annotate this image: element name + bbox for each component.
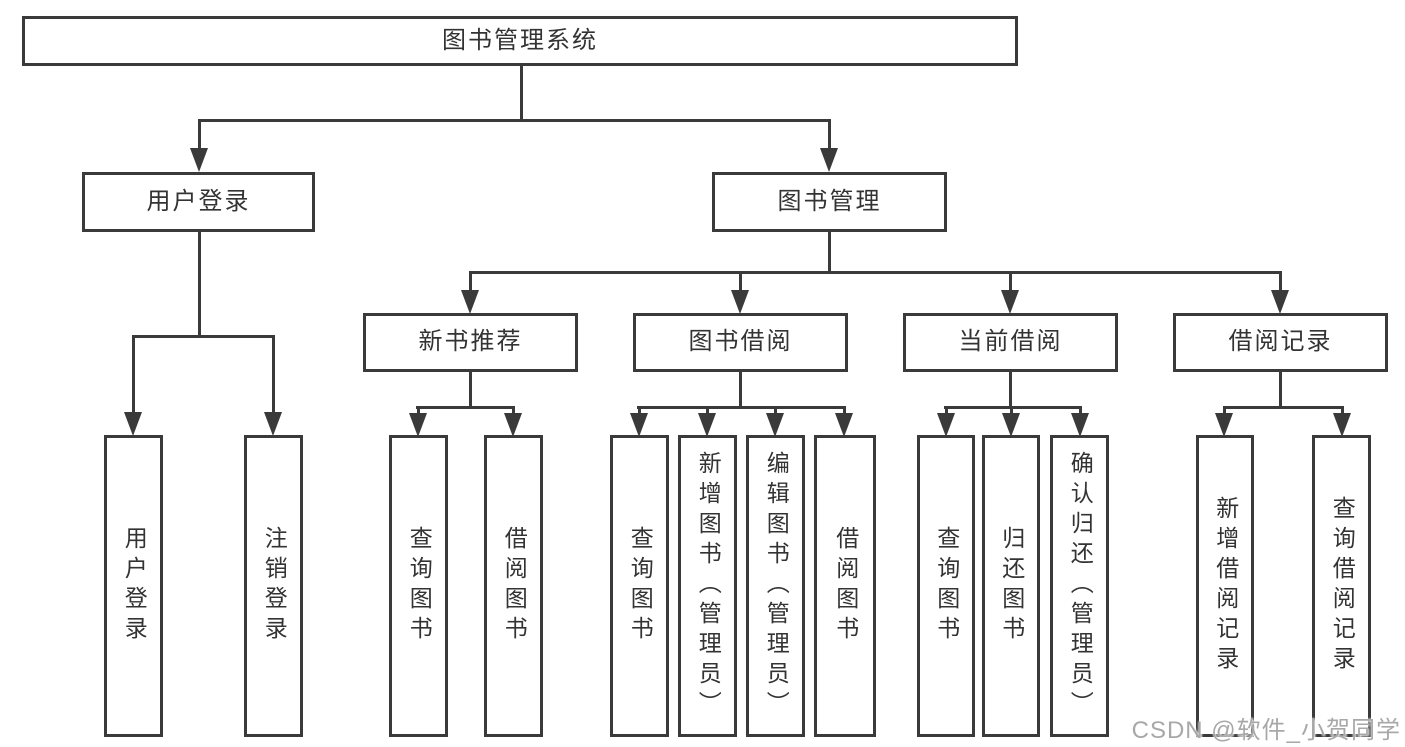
connector-to-book-borrow bbox=[739, 271, 742, 293]
arrow-down-icon bbox=[190, 148, 208, 172]
arrow-down-icon bbox=[835, 413, 853, 437]
arrow-down-icon bbox=[937, 413, 955, 437]
arrow-down-icon bbox=[504, 413, 522, 437]
connector-level3-split bbox=[469, 271, 1281, 274]
connector-to-current-borrow bbox=[1009, 271, 1012, 293]
node-library-management-system: 图书管理系统 bbox=[22, 16, 1018, 66]
connector-to-user-login bbox=[198, 119, 201, 152]
leaf-edit-books-admin: 编辑图书（管理员） bbox=[746, 435, 805, 737]
connector-leaf bbox=[1223, 406, 1226, 418]
arrow-down-icon bbox=[766, 413, 784, 437]
node-user-login: 用户登录 bbox=[82, 172, 315, 232]
connector-book-management-stem bbox=[828, 229, 831, 274]
connector-leaf bbox=[706, 406, 709, 418]
connector-to-leaf-user-login bbox=[132, 335, 135, 415]
leaf-query-books: 查询图书 bbox=[610, 435, 669, 737]
connector-leaf bbox=[638, 406, 641, 418]
leaf-return-books: 归还图书 bbox=[982, 435, 1040, 737]
connector-level1-split bbox=[198, 119, 831, 122]
connector-borrow-records-stem bbox=[1279, 369, 1282, 409]
connector-new-book-rec-stem bbox=[469, 369, 472, 409]
node-book-borrowing: 图书借阅 bbox=[633, 313, 848, 372]
connector-current-borrow-stem bbox=[1009, 369, 1012, 409]
leaf-confirm-return-admin: 确认归还（管理员） bbox=[1050, 435, 1109, 737]
arrow-down-icon bbox=[1215, 413, 1233, 437]
arrow-down-icon bbox=[698, 413, 716, 437]
connector-new-book-rec-split bbox=[416, 406, 515, 409]
node-current-borrowing: 当前借阅 bbox=[903, 313, 1118, 372]
connector-to-book-management bbox=[828, 119, 831, 152]
connector-leaf bbox=[417, 406, 420, 418]
arrow-down-icon bbox=[1002, 413, 1020, 437]
connector-leaf bbox=[945, 406, 948, 418]
connector-to-borrow-records bbox=[1279, 271, 1282, 293]
leaf-borrow-books: 借阅图书 bbox=[484, 435, 543, 737]
leaf-user-login: 用户登录 bbox=[104, 435, 163, 737]
connector-leaf bbox=[774, 406, 777, 418]
leaf-borrow-books: 借阅图书 bbox=[814, 435, 876, 737]
arrow-down-icon bbox=[731, 290, 749, 314]
connector-to-leaf-logout bbox=[272, 335, 275, 415]
leaf-add-borrow-record: 新增借阅记录 bbox=[1196, 435, 1254, 737]
connector-to-new-book-rec bbox=[469, 271, 472, 293]
arrow-down-icon bbox=[124, 412, 142, 436]
connector-leaf bbox=[843, 406, 846, 418]
arrow-down-icon bbox=[1333, 413, 1351, 437]
connector-user-login-split bbox=[132, 335, 275, 338]
connector-user-login-stem bbox=[198, 229, 201, 338]
connector-leaf bbox=[512, 406, 515, 418]
arrow-down-icon bbox=[1071, 413, 1089, 437]
node-borrowing-records: 借阅记录 bbox=[1173, 313, 1388, 372]
arrow-down-icon bbox=[264, 412, 282, 436]
arrow-down-icon bbox=[1271, 290, 1289, 314]
arrow-down-icon bbox=[461, 290, 479, 314]
leaf-query-borrow-record: 查询借阅记录 bbox=[1312, 435, 1371, 737]
arrow-down-icon bbox=[409, 413, 427, 437]
node-book-management: 图书管理 bbox=[712, 172, 947, 232]
node-new-book-recommendation: 新书推荐 bbox=[363, 313, 578, 372]
leaf-logout: 注销登录 bbox=[244, 435, 303, 737]
arrow-down-icon bbox=[630, 413, 648, 437]
leaf-add-books-admin: 新增图书（管理员） bbox=[678, 435, 737, 737]
connector-borrow-records-split bbox=[1223, 406, 1343, 409]
connector-leaf bbox=[1341, 406, 1344, 418]
connector-leaf bbox=[1010, 406, 1013, 418]
arrow-down-icon bbox=[1001, 290, 1019, 314]
leaf-query-books: 查询图书 bbox=[917, 435, 975, 737]
connector-root-stem bbox=[520, 64, 523, 122]
arrow-down-icon bbox=[820, 148, 838, 172]
connector-leaf bbox=[1079, 406, 1082, 418]
connector-book-borrow-split bbox=[637, 406, 845, 409]
leaf-query-books: 查询图书 bbox=[389, 435, 448, 737]
watermark-text: CSDN @软件_小贺同学 bbox=[1131, 717, 1401, 744]
connector-book-borrow-stem bbox=[739, 369, 742, 409]
